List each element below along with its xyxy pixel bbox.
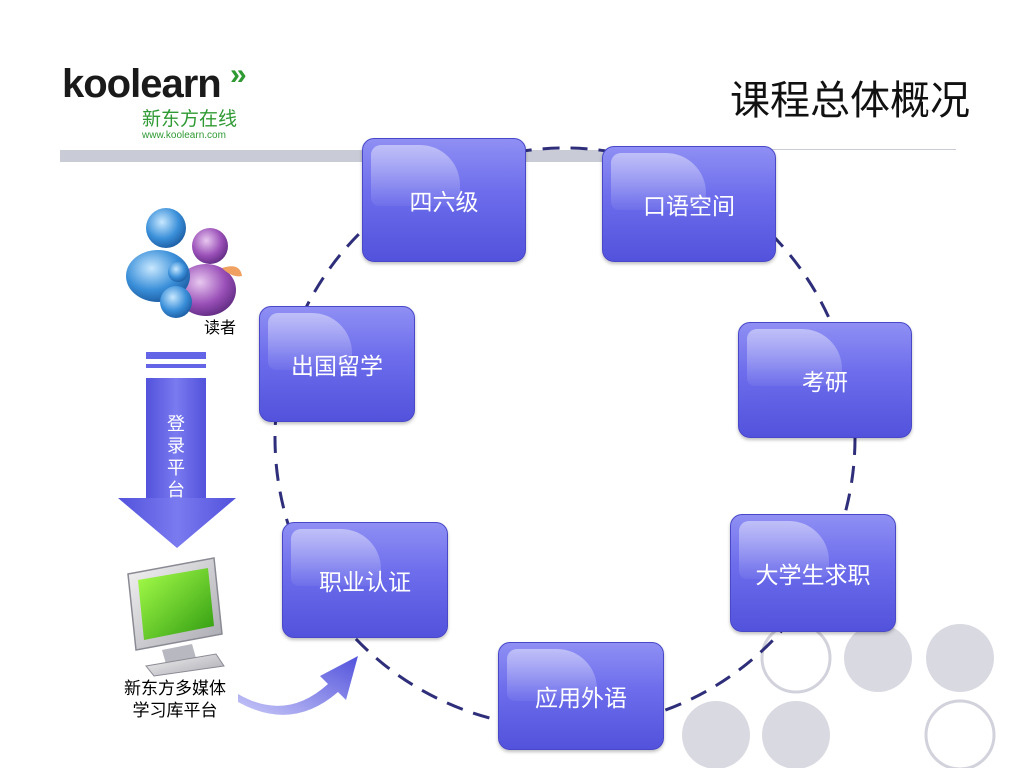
course-postgrad-exam-button[interactable]: 考研 xyxy=(738,322,912,438)
logo-wordmark: koolearn xyxy=(62,62,222,106)
decorative-circles xyxy=(682,622,996,768)
logo-tagline: 新东方在线 xyxy=(142,108,238,130)
course-label: 出国留学 xyxy=(291,354,383,380)
curved-arrow-icon xyxy=(238,656,358,715)
course-label: 四六级 xyxy=(409,190,479,216)
course-professional-cert-button[interactable]: 职业认证 xyxy=(282,522,448,638)
reader-label: 读者 xyxy=(204,318,237,337)
course-label: 口语空间 xyxy=(643,194,735,220)
header-rule-thin xyxy=(620,149,956,150)
login-platform-label: 登录平台 xyxy=(167,414,185,501)
page-title: 课程总体概况 xyxy=(730,78,970,124)
course-oral-space-button[interactable]: 口语空间 xyxy=(602,146,776,262)
course-applied-language-button[interactable]: 应用外语 xyxy=(498,642,664,750)
course-label: 职业认证 xyxy=(319,570,411,596)
users-icon xyxy=(126,208,242,318)
computer-monitor-icon xyxy=(127,557,225,677)
platform-label: 新东方多媒体学习库平台 xyxy=(124,679,226,721)
course-label: 考研 xyxy=(802,370,848,396)
course-job-hunting-button[interactable]: 大学生求职 xyxy=(730,514,896,632)
course-label: 应用外语 xyxy=(535,686,627,712)
down-arrow-icon xyxy=(118,352,236,548)
logo-chevrons: » xyxy=(230,58,247,91)
logo-url: www.koolearn.com xyxy=(142,130,226,141)
course-label: 大学生求职 xyxy=(755,563,871,589)
course-study-abroad-button[interactable]: 出国留学 xyxy=(259,306,415,422)
koolearn-logo: koolearn » 新东方在线 www.koolearn.com xyxy=(62,58,262,148)
course-cet46-button[interactable]: 四六级 xyxy=(362,138,526,262)
